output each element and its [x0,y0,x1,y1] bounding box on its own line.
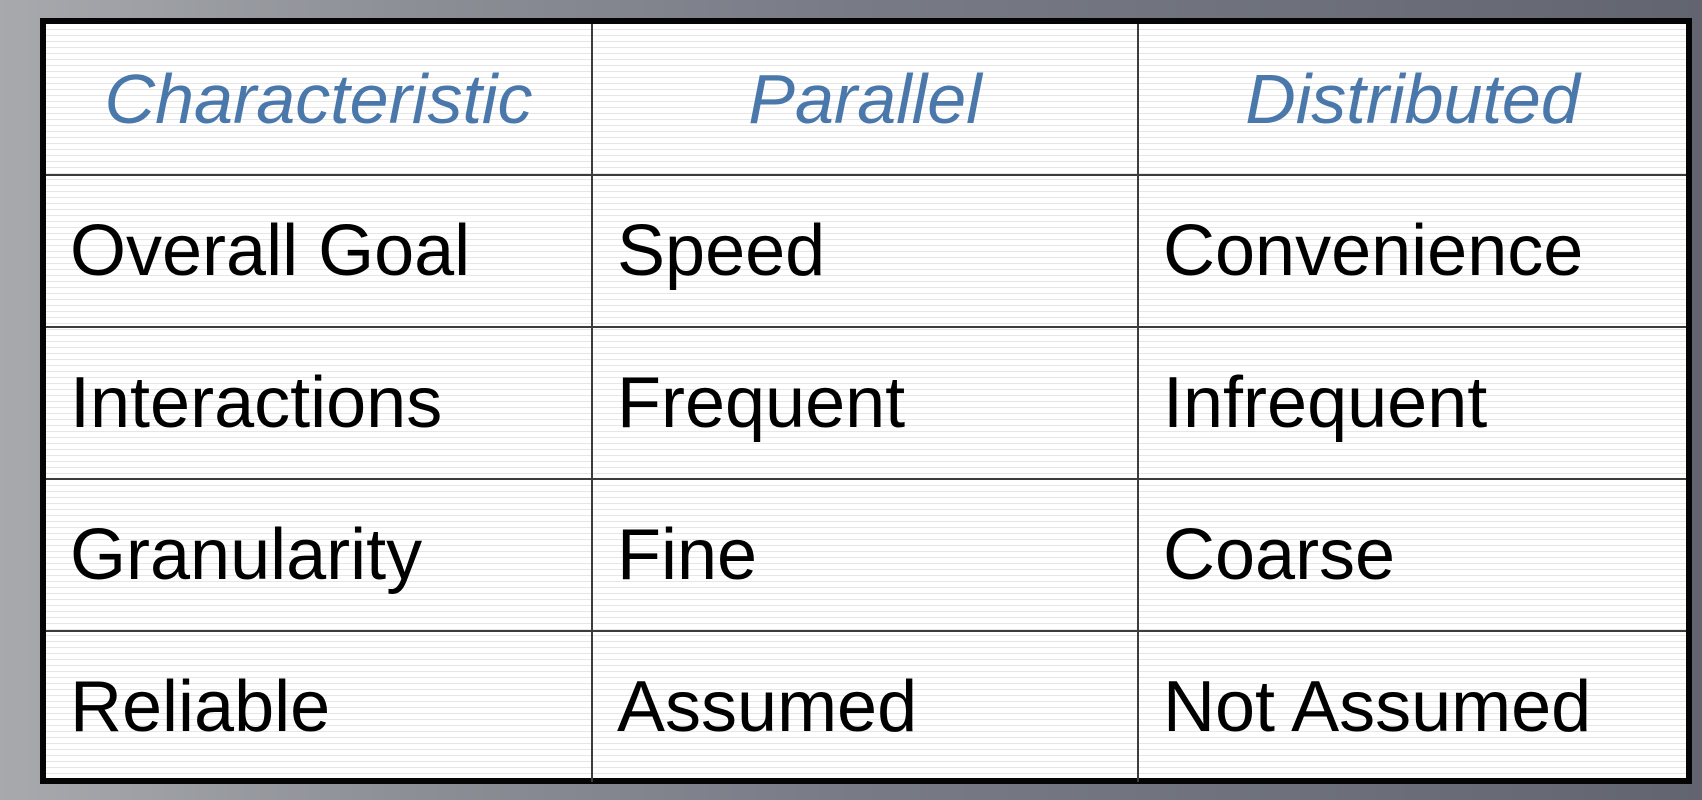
row-parallel-cell: Speed [591,174,1139,328]
row-characteristic-cell: Granularity [46,478,593,632]
table-header-row: Characteristic Parallel Distributed [46,24,1686,176]
table-row: Granularity Fine Coarse [46,478,1686,632]
table-row: Reliable Assumed Not Assumed [46,630,1686,782]
row-parallel-cell: Fine [591,478,1139,632]
header-distributed: Distributed [1137,24,1686,176]
row-distributed-cell: Convenience [1137,174,1686,328]
row-distributed-cell: Infrequent [1137,326,1686,480]
header-characteristic: Characteristic [46,24,593,176]
row-characteristic-cell: Reliable [46,630,593,782]
row-parallel-cell: Assumed [591,630,1139,782]
header-parallel: Parallel [591,24,1139,176]
row-parallel-cell: Frequent [591,326,1139,480]
table-row: Interactions Frequent Infrequent [46,326,1686,480]
comparison-table: Characteristic Parallel Distributed Over… [46,24,1686,782]
table-row: Overall Goal Speed Convenience [46,174,1686,328]
row-characteristic-cell: Interactions [46,326,593,480]
row-distributed-cell: Not Assumed [1137,630,1686,782]
comparison-table-frame: Characteristic Parallel Distributed Over… [40,18,1692,784]
row-distributed-cell: Coarse [1137,478,1686,632]
row-characteristic-cell: Overall Goal [46,174,593,328]
